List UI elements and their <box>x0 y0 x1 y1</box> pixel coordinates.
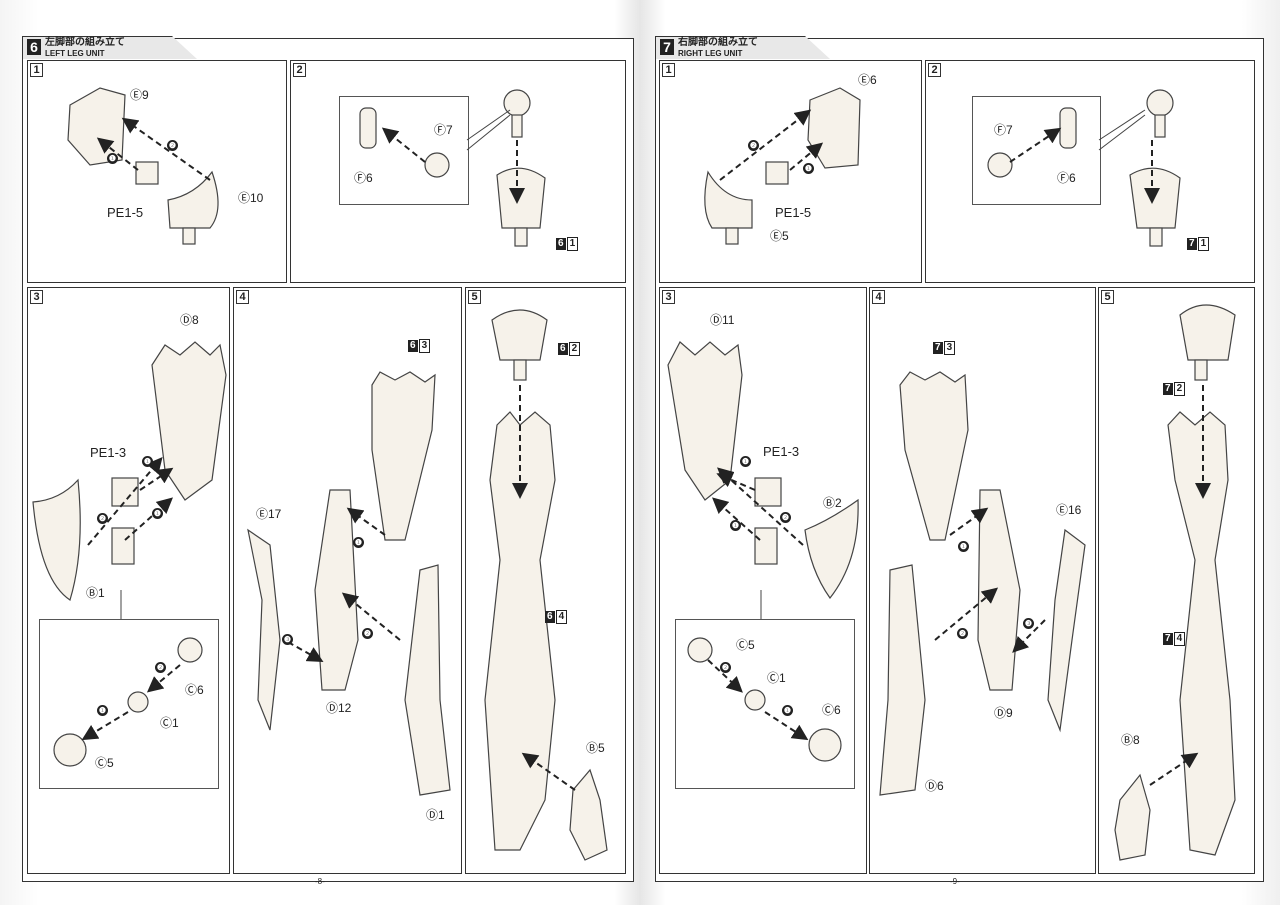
step-marker: ❶ <box>958 541 969 552</box>
section-header: 6 左脚部の組み立て LEFT LEG UNIT <box>22 36 197 59</box>
step-marker: ❶ <box>803 163 814 174</box>
step-marker: ❶ <box>782 705 793 716</box>
step-marker: ❷ <box>362 628 373 639</box>
panel-number: 3 <box>662 290 675 304</box>
part-label: Ⓑ5 <box>586 741 605 755</box>
step-marker: ❷ <box>748 140 759 151</box>
step-marker: ❷ <box>155 662 166 673</box>
part-label: Ⓒ5 <box>95 756 114 770</box>
page-number: -9- <box>950 877 960 886</box>
part-label: Ⓒ5 <box>736 638 755 652</box>
panel-number: 3 <box>30 290 43 304</box>
part-label: Ⓑ8 <box>1121 733 1140 747</box>
part-label: Ⓓ9 <box>994 706 1013 720</box>
step-marker: ❶ <box>152 508 163 519</box>
part-label: Ⓔ16 <box>1056 503 1082 517</box>
part-label: Ⓓ6 <box>925 779 944 793</box>
step-marker: ❷ <box>97 513 108 524</box>
part-label: Ⓒ1 <box>767 671 786 685</box>
part-label: PE1-3 <box>90 445 127 460</box>
step-marker: ❶ <box>740 456 751 467</box>
panel-number: 5 <box>468 290 481 304</box>
part-label: Ⓓ8 <box>180 313 199 327</box>
part-label: Ⓕ7 <box>994 123 1013 137</box>
section-title-en: RIGHT LEG UNIT <box>678 49 743 58</box>
panel-number: 4 <box>872 290 885 304</box>
page-number: -8- <box>315 877 325 886</box>
part-label: PE1-3 <box>763 444 800 459</box>
part-label: Ⓑ1 <box>86 586 105 600</box>
part-label: Ⓑ2 <box>823 496 842 510</box>
part-label: Ⓔ10 <box>238 191 264 205</box>
part-label: Ⓒ6 <box>822 703 841 717</box>
part-label: Ⓕ7 <box>434 123 453 137</box>
part-label: Ⓔ17 <box>256 507 282 521</box>
left-inset-box-3 <box>39 619 219 789</box>
panel-number: 4 <box>236 290 249 304</box>
part-label: Ⓓ12 <box>326 701 352 715</box>
part-label: Ⓒ6 <box>185 683 204 697</box>
part-label: Ⓔ6 <box>858 73 877 87</box>
section-title-en: LEFT LEG UNIT <box>45 49 105 58</box>
part-label: Ⓓ11 <box>710 313 735 327</box>
right-panel-2: 2 <box>925 60 1255 283</box>
part-e10 <box>167 170 219 229</box>
part-e9 <box>67 87 126 166</box>
part-d8 <box>151 341 227 501</box>
part-label: Ⓕ6 <box>354 171 373 185</box>
step-marker: ❶ <box>730 520 741 531</box>
right-inset-box <box>972 96 1101 205</box>
section-header: 7 右脚部の組み立て RIGHT LEG UNIT <box>655 36 830 59</box>
step-marker: ❷ <box>957 628 968 639</box>
right-inset-box-3 <box>675 619 855 789</box>
part-label: Ⓓ1 <box>426 808 445 822</box>
part-label: PE1-5 <box>775 205 812 220</box>
section-number: 6 <box>27 39 41 55</box>
panel-number: 1 <box>662 63 675 77</box>
step-marker: ❶ <box>142 456 153 467</box>
step-marker: ❷ <box>720 662 731 673</box>
part-label: PE1-5 <box>107 205 144 220</box>
step-marker: ❶ <box>97 705 108 716</box>
panel-number: 2 <box>928 63 941 77</box>
part-label: Ⓕ6 <box>1057 171 1076 185</box>
section-number: 7 <box>660 39 674 55</box>
step-marker: ❶ <box>107 153 118 164</box>
part-pe1-5 <box>135 161 159 185</box>
panel-number: 1 <box>30 63 43 77</box>
step-marker: ❷ <box>167 140 178 151</box>
panel-number: 5 <box>1101 290 1114 304</box>
step-marker: ❷ <box>780 512 791 523</box>
right-panel-1: 1 <box>659 60 922 283</box>
step-marker: ❸ <box>282 634 293 645</box>
part-label: Ⓔ5 <box>770 229 789 243</box>
left-panel-2: 2 <box>290 60 626 283</box>
section-title-jp: 左脚部の組み立て <box>45 37 125 48</box>
part-label: Ⓔ9 <box>130 88 149 102</box>
panel-number: 2 <box>293 63 306 77</box>
part-label: Ⓒ1 <box>160 716 179 730</box>
step-marker: ❸ <box>1023 618 1034 629</box>
section-title-jp: 右脚部の組み立て <box>678 37 758 48</box>
step-marker: ❶ <box>353 537 364 548</box>
left-inset-box <box>339 96 469 205</box>
